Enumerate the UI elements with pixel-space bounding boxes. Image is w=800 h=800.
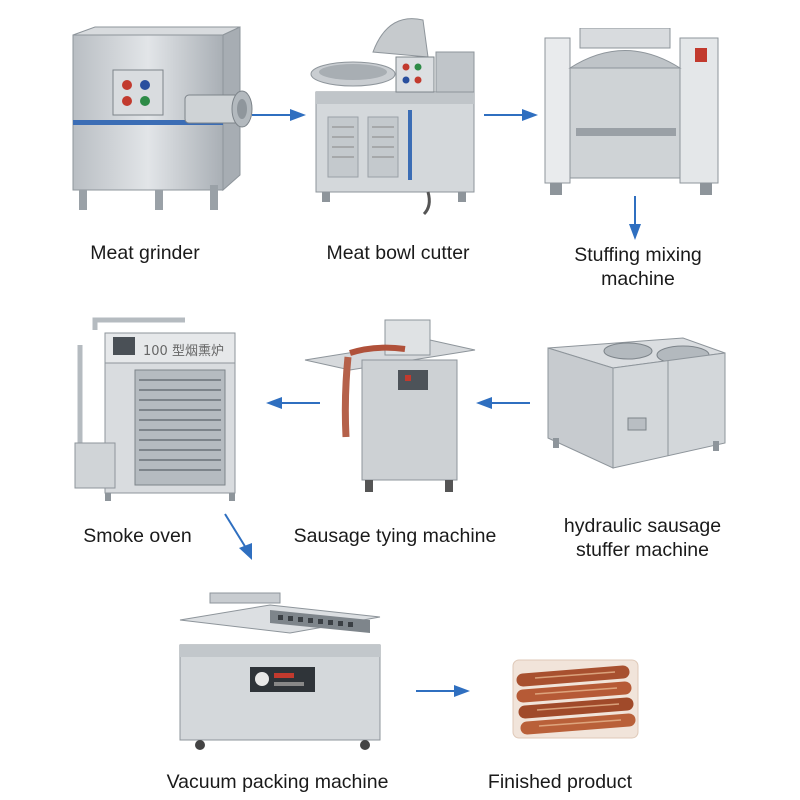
hydraulic-stuffer-label-line2: stuffer machine: [576, 539, 709, 561]
stuffing-mixing-label-line2: machine: [601, 268, 675, 290]
hydraulic-sausage-stuffer-label: hydraulic sausage stuffer machine: [530, 514, 755, 562]
arrow-right-icon: [252, 109, 306, 121]
finished-product-label: Finished product: [487, 771, 633, 793]
sausage-tying-machine-label: Sausage tying machine: [293, 525, 497, 547]
arrow-left-icon: [476, 397, 530, 409]
meat-bowl-cutter-label: Meat bowl cutter: [326, 242, 470, 264]
meat-grinder-label: Meat grinder: [90, 242, 200, 264]
smoke-oven-label: Smoke oven: [83, 525, 192, 547]
sausage-tying-machine-image: [304, 319, 476, 492]
arrow-right-icon: [416, 685, 470, 697]
arrow-down-icon: [629, 196, 641, 240]
stuffing-mixing-machine-label: Stuffing mixing machine: [538, 243, 738, 291]
arrow-left-icon: [266, 397, 320, 409]
meat-bowl-cutter-image: [310, 18, 475, 216]
finished-product-image: [512, 659, 639, 739]
arrow-down-icon: [224, 513, 252, 560]
vacuum-packing-machine-image: [179, 592, 381, 750]
stuffing-mixing-label-line1: Stuffing mixing: [574, 244, 702, 266]
hydraulic-stuffer-label-line1: hydraulic sausage: [563, 515, 722, 537]
smoke-oven-panel-text: 100 型烟熏炉: [143, 344, 224, 359]
hydraulic-sausage-stuffer-image: [547, 337, 726, 469]
smoke-oven-image: 100 型烟熏炉: [74, 317, 236, 501]
stuffing-mixing-machine-image: [544, 28, 719, 195]
arrow-right-icon: [484, 109, 538, 121]
meat-grinder-image: [72, 26, 253, 210]
vacuum-packing-machine-label: Vacuum packing machine: [166, 771, 389, 793]
